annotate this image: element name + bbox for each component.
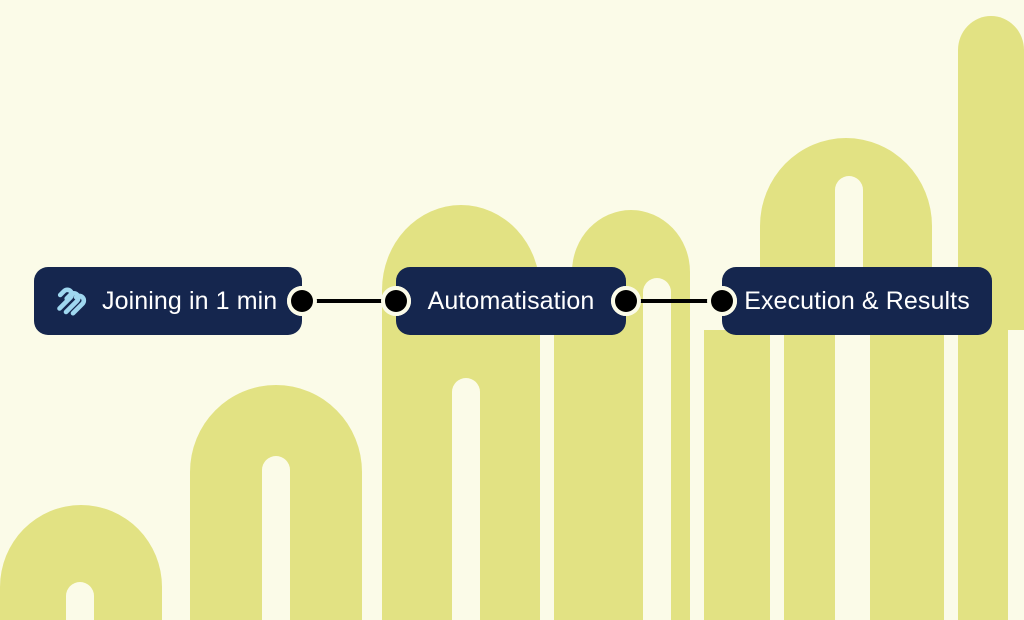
- connector-dot-3-in[interactable]: [711, 290, 733, 312]
- node-label-automatisation: Automatisation: [427, 286, 595, 315]
- connector-dot-2-in[interactable]: [385, 290, 407, 312]
- connector-line-2: [624, 299, 724, 303]
- node-automatisation[interactable]: Automatisation: [381, 267, 641, 335]
- bar-7: [690, 330, 774, 620]
- bar-2: [190, 385, 362, 620]
- bar-9: [540, 330, 574, 620]
- node-label-joining: Joining in 1 min: [102, 286, 278, 315]
- node-joining[interactable]: Joining in 1 min: [34, 267, 317, 335]
- bar-1: [0, 505, 162, 620]
- connector-dot-1-out[interactable]: [291, 290, 313, 312]
- workflow-flow: Joining in 1 min Automatisation Executio…: [0, 267, 1024, 335]
- connector-line-1: [300, 299, 398, 303]
- connector-dot-2-out[interactable]: [615, 290, 637, 312]
- bar-10: [932, 330, 962, 620]
- ribbon-logo-icon: [57, 287, 87, 316]
- node-label-execution-results: Execution & Results: [744, 286, 970, 315]
- node-execution-results[interactable]: Execution & Results: [707, 267, 992, 335]
